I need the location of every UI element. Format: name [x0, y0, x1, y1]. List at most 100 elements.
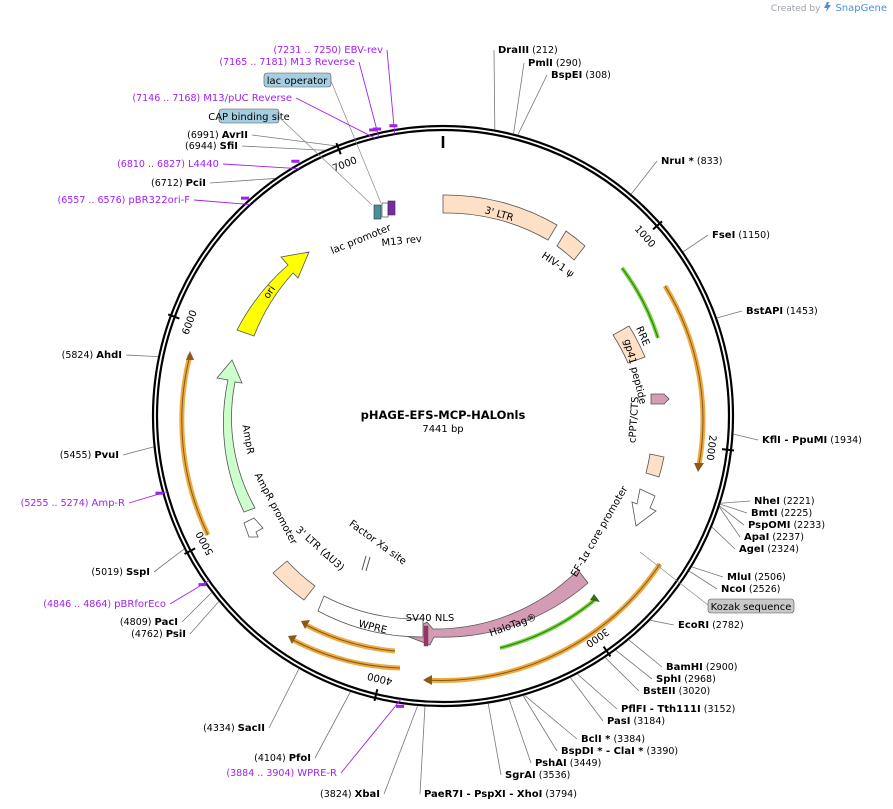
enzyme-label[interactable]: NruI * (833) [661, 156, 722, 167]
enzyme-label[interactable]: (6712) PciI [151, 178, 206, 189]
enzyme-name: SacII [238, 723, 265, 734]
enzyme-label[interactable]: SphI (2968) [656, 674, 716, 685]
cut-site-line [209, 178, 275, 184]
primer-label[interactable]: (7165 .. 7181) M13 Reverse [219, 57, 355, 68]
enzyme-label[interactable]: PaeR7I - PspXI - XhoI (3794) [424, 789, 577, 800]
enzyme-label[interactable]: (5019) SspI [91, 567, 150, 578]
rre-box [612, 325, 646, 364]
tick-label: 2000 [704, 434, 718, 461]
lac-operator-tag [263, 72, 332, 88]
enzyme-position: (2968) [681, 674, 716, 685]
enzyme-label[interactable]: BclI * (3384) [581, 734, 645, 745]
enzyme-label[interactable]: PasI (3184) [607, 716, 665, 727]
enzyme-label[interactable]: MluI (2506) [727, 572, 786, 583]
enzyme-position: (2237) [769, 532, 804, 543]
enzyme-label[interactable]: (4809) PacI [120, 617, 178, 628]
enzyme-name: ApaI [744, 532, 769, 543]
enzyme-label[interactable]: EcoRI (2782) [678, 620, 744, 631]
enzyme-position: (1934) [827, 435, 862, 446]
enzyme-label[interactable]: (4334) SacII [203, 723, 265, 734]
cut-site-line [719, 505, 745, 526]
enzyme-label[interactable]: (6991) AvrII [187, 130, 248, 141]
enzyme-label[interactable]: (6944) SfiI [185, 141, 238, 152]
primer-label[interactable]: (5255 .. 5274) Amp-R [21, 498, 125, 509]
enzyme-position: (308) [582, 70, 611, 81]
primer-range: (6810 .. 6827) [117, 159, 188, 170]
enzyme-label[interactable]: PshAI (3449) [535, 758, 601, 769]
enzyme-name: SgrAI [505, 770, 536, 781]
primer-site-mark [155, 491, 164, 495]
enzyme-label[interactable]: DraIII (212) [498, 45, 558, 56]
primer-range: (6557 .. 6576) [58, 195, 129, 206]
enzyme-label[interactable]: (3824) XbaI [320, 789, 380, 800]
primer-label[interactable]: (6810 .. 6827) L4440 [117, 159, 219, 170]
enzyme-position: (2324) [764, 544, 799, 555]
plasmid-name: pHAGE-EFS-MCP-HALOnls [361, 408, 526, 422]
plasmid-length: 7441 bp [422, 424, 463, 435]
enzyme-name: KflI - PpuMI [762, 435, 827, 446]
primer-label[interactable]: (7231 .. 7250) EBV-rev [273, 45, 383, 56]
enzyme-label[interactable]: PspOMI (2233) [748, 520, 825, 531]
enzyme-label[interactable]: (4762) PsiI [131, 629, 186, 640]
primer-line [222, 163, 300, 170]
enzyme-label[interactable]: BspDI * - ClaI * (3390) [561, 746, 678, 757]
enzyme-position: (4334) [203, 723, 238, 734]
enzyme-position: (212) [529, 45, 558, 56]
enzyme-label[interactable]: BstEII (3020) [643, 686, 710, 697]
enzyme-position: (1453) [783, 306, 818, 317]
enzyme-label[interactable]: (4104) PfoI [254, 753, 311, 764]
cut-site-line [691, 566, 724, 578]
enzyme-label[interactable]: FseI (1150) [712, 230, 770, 241]
enzyme-label[interactable]: (5455) PvuI [60, 450, 119, 461]
enzyme-position: (6991) [187, 130, 222, 141]
orf-arc-left-core [181, 354, 209, 536]
cut-site-line [383, 705, 418, 795]
primer-label[interactable]: (3884 .. 3904) WPRE-R [226, 768, 337, 779]
cut-site-line [716, 310, 743, 319]
enzyme-name: XbaI [355, 789, 380, 800]
feature-arrows [216, 194, 670, 647]
primer-name: L4440 [188, 159, 219, 170]
enzyme-label[interactable]: KflI - PpuMI (1934) [762, 435, 862, 446]
enzyme-label[interactable]: ApaI (2237) [744, 532, 804, 543]
enzyme-label[interactable]: SgrAI (3536) [505, 770, 570, 781]
cut-site-line [570, 677, 604, 722]
enzyme-label[interactable]: PmlI (290) [528, 58, 581, 69]
enzyme-name: PaeR7I - PspXI - XhoI [424, 789, 542, 800]
cut-site-line [650, 619, 675, 626]
enzyme-label[interactable]: NcoI (2526) [721, 584, 781, 595]
enzyme-label[interactable]: BamHI (2900) [666, 662, 738, 673]
primer-label[interactable]: (6557 .. 6576) pBR322ori-F [58, 195, 191, 206]
primer-line [386, 49, 396, 135]
enzyme-name: BamHI [666, 662, 703, 673]
primer-label[interactable]: (7146 .. 7168) M13/pUC Reverse [132, 93, 292, 104]
ltr-au3-label: 3' LTR (ΔU3) [293, 525, 346, 574]
sv40-label: SV40 NLS [406, 613, 455, 624]
enzyme-label[interactable]: BstAPI (1453) [746, 306, 818, 317]
lac-promoter-box [373, 204, 382, 220]
primer-name: M13/pUC Reverse [203, 93, 292, 104]
primer-line [295, 97, 376, 139]
orf-arc-right-head [694, 463, 704, 472]
enzyme-label[interactable]: NheI (2221) [754, 496, 815, 507]
enzyme-label[interactable]: BspEI (308) [551, 70, 611, 81]
cut-site-line [508, 699, 532, 764]
enzyme-position: (3184) [630, 716, 665, 727]
orf-arc-left-lower1-head [288, 635, 297, 644]
tick-label: 7000 [331, 155, 359, 175]
enzyme-label[interactable]: BmtI (2225) [751, 508, 812, 519]
enzyme-name: PfoI [289, 753, 311, 764]
orf-arc-left-lower2-core [305, 624, 396, 652]
tick-label: 1000 [632, 224, 657, 250]
cut-site-line [522, 695, 558, 752]
enzyme-position: (6712) [151, 178, 186, 189]
enzyme-name: BspDI * - ClaI * [561, 746, 644, 757]
enzyme-label[interactable]: PflFI - Tth111I (3152) [621, 704, 735, 715]
enzyme-label[interactable]: (5824) AhdI [62, 350, 122, 361]
factor-xa-mark-2 [365, 556, 371, 572]
primer-label[interactable]: (4846 .. 4864) pBRforEco [43, 599, 166, 610]
enzyme-label[interactable]: AgeI (2324) [739, 544, 799, 555]
enzyme-name: NheI [754, 496, 780, 507]
lac-operator-box [381, 202, 389, 218]
